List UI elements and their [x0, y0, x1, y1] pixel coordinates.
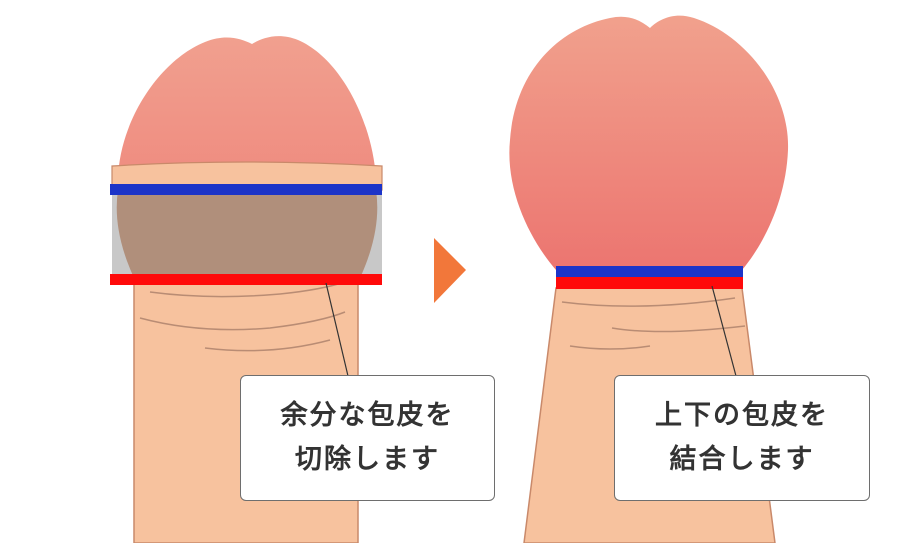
right-lower-incision-line [556, 277, 743, 289]
suture-callout-line2: 結合します [669, 444, 815, 475]
right-fold-3 [569, 345, 651, 350]
after-figure [509, 15, 789, 543]
left-leader-line [325, 282, 349, 377]
left-foreskin-fold-1 [149, 281, 346, 298]
left-glans [118, 36, 376, 178]
right-glans [509, 15, 789, 270]
excision-callout-line2: 切除します [295, 444, 440, 475]
before-figure [110, 36, 383, 543]
left-foreskin-fold-3 [204, 339, 331, 352]
left-upper-incision-line [110, 184, 382, 195]
right-upper-incision-line [556, 266, 743, 278]
right-leader-line [711, 285, 737, 377]
suture-callout-line1: 上下の包皮を [655, 400, 829, 431]
left-foreskin-rim [111, 161, 383, 191]
suture-callout: 上下の包皮を 結合します [614, 375, 870, 501]
left-excision-band [116, 190, 378, 278]
right-fold-1 [561, 297, 736, 307]
excision-callout-line1: 余分な包皮を [280, 400, 455, 431]
left-foreskin-fold-2 [139, 311, 346, 331]
right-fold-2 [611, 325, 746, 333]
excision-callout: 余分な包皮を 切除します [240, 375, 495, 501]
left-lower-incision-line [110, 274, 382, 285]
triangle-right-icon [434, 238, 466, 303]
